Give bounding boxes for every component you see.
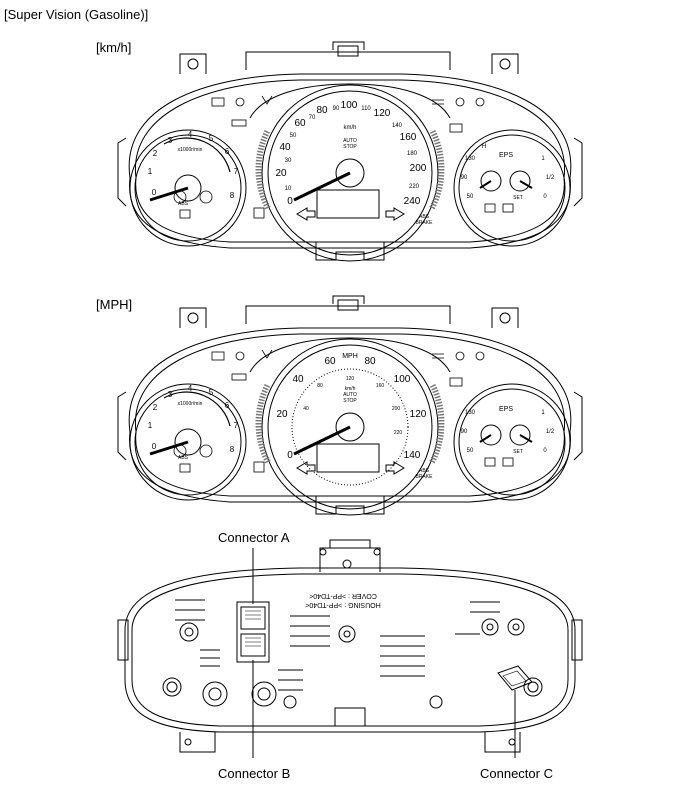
mph-autostop-line1: AUTO <box>343 392 357 398</box>
mph-temp-tick: 50 <box>467 448 474 454</box>
kmh-tacho-tick: 7 <box>234 167 239 176</box>
mph-fuel-tick: 1 <box>541 410 545 416</box>
kmh-autostop-line2: STOP <box>343 144 357 150</box>
mph-inner-unit: km/h <box>345 386 356 392</box>
kmh-speed-unit: km/h <box>343 125 356 131</box>
kmh-tacho-tick: 2 <box>153 149 158 158</box>
mph-tacho-tick: 2 <box>153 403 158 412</box>
kmh-temp-hot: H <box>482 144 486 150</box>
mph-tacho-tick: 6 <box>225 401 230 410</box>
kmh-temp-tick: 90 <box>461 175 468 181</box>
mph-cluster-diagram: 0 1 2 3 4 5 6 7 8 x1000r/min ABS 0 20 40… <box>117 295 583 516</box>
kmh-tacho-tick: 6 <box>225 147 230 156</box>
connector-b-label: Connector B <box>218 766 291 781</box>
kmh-set-label: SET <box>513 195 523 201</box>
kmh-speed-minor: 220 <box>409 184 420 190</box>
mph-speed-inner: 160 <box>376 383 385 389</box>
mph-speed-inner: 120 <box>346 376 355 382</box>
mph-tacho-unit: x1000r/min <box>178 401 203 407</box>
kmh-abs-label-right: ABS <box>419 214 430 220</box>
mph-brake-label: BRAKE <box>416 474 434 480</box>
mph-speed-inner: 80 <box>317 383 323 389</box>
mph-tacho-tick: 1 <box>148 421 153 430</box>
kmh-speed-minor: 50 <box>290 133 297 139</box>
mph-eps-label: EPS <box>499 406 513 413</box>
mph-abs-label-right: ABS <box>419 468 430 474</box>
mph-speed-inner: 220 <box>394 430 403 436</box>
section-label-mph: [MPH] <box>96 297 133 312</box>
connector-a-label: Connector A <box>218 530 290 545</box>
rear-housing-text: HOUSING : >PP-TD40< <box>305 601 380 608</box>
header-title: [Super Vision (Gasoline)] <box>4 7 149 22</box>
mph-temp-tick: 90 <box>461 429 468 435</box>
mph-speed-tick: 20 <box>276 409 288 420</box>
mph-tacho-tick: 0 <box>152 442 157 451</box>
mph-tacho-tick: 3 <box>168 390 173 399</box>
kmh-cluster-diagram: 0 1 2 3 4 5 6 7 8 x1000r/min ABS 0 20 40… <box>117 41 583 262</box>
mph-speed-tick: 100 <box>394 374 411 385</box>
connector-c-label: Connector C <box>480 766 553 781</box>
kmh-temp-tick: 50 <box>467 194 474 200</box>
kmh-tacho-tick: 5 <box>209 134 214 143</box>
kmh-tacho-tick: 8 <box>230 191 235 200</box>
kmh-fuel-tick: 1/2 <box>546 175 555 181</box>
mph-tacho-tick: 7 <box>234 421 239 430</box>
mph-speed-unit: MPH <box>342 353 358 360</box>
kmh-fuel-tick: 0 <box>543 194 547 200</box>
mph-temp-tick: 130 <box>465 410 476 416</box>
mph-speed-inner: 40 <box>303 406 309 412</box>
kmh-speed-tick: 0 <box>287 196 293 207</box>
kmh-speed-minor: 180 <box>407 151 418 157</box>
kmh-speed-minor: 140 <box>392 123 403 129</box>
kmh-speed-tick: 80 <box>316 105 328 116</box>
kmh-abs-label: ABS <box>178 201 189 207</box>
kmh-fuel-tick: 1 <box>541 156 545 162</box>
kmh-speed-minor: 70 <box>309 115 316 121</box>
mph-tacho-tick: 4 <box>188 384 193 393</box>
mph-speed-inner: 200 <box>392 406 401 412</box>
kmh-autostop-line1: AUTO <box>343 138 357 144</box>
kmh-tacho-unit: x1000r/min <box>178 147 203 153</box>
kmh-speed-minor: 90 <box>333 106 340 112</box>
kmh-speed-tick: 100 <box>341 100 358 111</box>
kmh-speed-tick: 240 <box>404 196 421 207</box>
kmh-speed-tick: 120 <box>374 108 391 119</box>
mph-speed-tick: 0 <box>287 450 293 461</box>
kmh-tacho-tick: 1 <box>148 167 153 176</box>
mph-speed-tick: 60 <box>324 356 336 367</box>
kmh-tacho-tick: 4 <box>188 130 193 139</box>
kmh-speed-minor: 30 <box>285 158 292 164</box>
mph-autostop-line2: STOP <box>343 398 357 404</box>
mph-tacho-tick: 8 <box>230 445 235 454</box>
rear-cover-text: COVER : >PP-TD40< <box>309 592 377 599</box>
kmh-speed-minor: 10 <box>285 186 292 192</box>
mph-speed-tick: 80 <box>364 356 376 367</box>
mph-abs-label: ABS <box>178 455 189 461</box>
mph-fuel-tick: 1/2 <box>546 429 555 435</box>
kmh-speed-minor: 110 <box>361 106 371 112</box>
kmh-speed-tick: 160 <box>400 132 417 143</box>
mph-set-label: SET <box>513 449 523 455</box>
kmh-speed-tick: 40 <box>279 142 291 153</box>
kmh-speed-tick: 200 <box>410 163 427 174</box>
kmh-eps-label: EPS <box>499 152 513 159</box>
mph-speed-tick: 40 <box>292 374 304 385</box>
kmh-speed-tick: 20 <box>275 168 287 179</box>
kmh-temp-tick: 130 <box>465 156 476 162</box>
mph-fuel-tick: 0 <box>543 448 547 454</box>
mph-speed-tick: 140 <box>404 450 421 461</box>
kmh-tacho-tick: 0 <box>152 188 157 197</box>
kmh-brake-label: BRAKE <box>416 220 434 226</box>
mph-tacho-tick: 5 <box>209 388 214 397</box>
mph-speed-tick: 120 <box>410 409 427 420</box>
section-label-kmh: [km/h] <box>96 40 132 55</box>
kmh-tacho-tick: 3 <box>168 136 173 145</box>
kmh-speed-tick: 60 <box>294 118 306 129</box>
rear-cluster-diagram: HOUSING : >PP-TD40< COVER : >PP-TD40< <box>117 539 583 758</box>
